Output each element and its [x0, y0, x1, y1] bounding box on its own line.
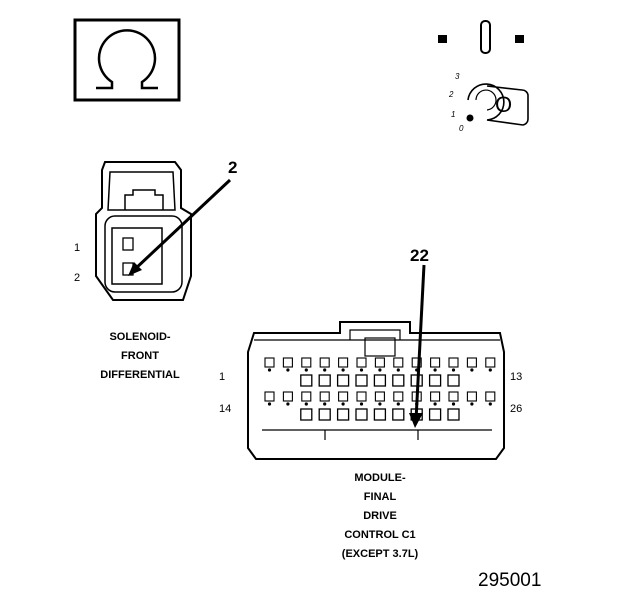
module-pin-cavity	[336, 357, 350, 387]
module-pin-label-1: 1	[219, 371, 226, 383]
module-pin-cavity	[466, 357, 477, 372]
solenoid-title-line-2: FRONT	[121, 350, 159, 362]
solenoid-pin-label-2: 2	[74, 272, 81, 284]
module-pin-cavity	[428, 357, 442, 387]
module-pin-cavity	[392, 357, 405, 387]
solenoid-callout-number: 2	[228, 158, 238, 177]
module-pin-cavity	[318, 391, 331, 421]
module-title-line-1: MODULE-	[354, 472, 406, 484]
module-pin-cavity	[318, 357, 331, 387]
module-pin-cavity	[428, 391, 442, 421]
module-pin-cavity	[336, 391, 350, 421]
module-pin-cavity	[282, 357, 293, 372]
figure-number: 295001	[478, 570, 542, 591]
key-position-0: 0	[459, 124, 464, 133]
module-pin-cavity	[264, 391, 275, 406]
module-callout-number: 22	[410, 246, 429, 265]
key-position-1: 1	[451, 110, 456, 119]
module-title-line-4: CONTROL C1	[344, 529, 416, 541]
solenoid-title-line-3: DIFFERENTIAL	[100, 369, 180, 381]
module-pin-cavity	[485, 357, 496, 372]
solenoid-connector	[95, 161, 192, 301]
module-pin-label-14: 14	[219, 403, 232, 415]
key-position-letter: O	[495, 92, 513, 117]
solenoid-pin-label-1: 1	[74, 242, 81, 254]
module-pin-cavity	[264, 357, 275, 372]
module-callout-arrowhead	[409, 413, 423, 428]
module-pin-cavity	[447, 357, 460, 387]
module-callout-arrow	[414, 264, 426, 421]
solenoid-title-line-1: SOLENOID-	[109, 331, 171, 343]
key-position-2: 2	[449, 90, 454, 99]
module-pin-cavity	[392, 391, 405, 421]
module-pin-cavity	[373, 391, 387, 421]
ohm-icon	[73, 18, 181, 102]
key-position-3: 3	[455, 72, 460, 81]
module-pin-cavity	[300, 357, 313, 387]
module-pin-cavity	[373, 357, 387, 387]
module-pin-cavity	[355, 357, 368, 387]
module-title-line-5: (EXCEPT 3.7L)	[341, 548, 419, 560]
module-pin-cavity	[355, 391, 368, 421]
module-pin-label-26: 26	[510, 403, 523, 415]
module-pin-cavity	[282, 391, 293, 406]
module-pin-label-13: 13	[510, 371, 523, 383]
solenoid-callout-arrow	[132, 178, 232, 272]
solenoid-callout-arrowhead	[128, 262, 142, 276]
module-pin-cavity	[300, 391, 313, 421]
module-pin-cavity	[466, 391, 477, 406]
module-connector	[247, 321, 505, 460]
ignition-key-icon	[438, 20, 529, 126]
module-title-line-3: DRIVE	[363, 510, 397, 522]
module-pin-cavity	[447, 391, 460, 421]
module-pin-cavity	[485, 391, 496, 406]
module-title-line-2: FINAL	[363, 491, 397, 503]
